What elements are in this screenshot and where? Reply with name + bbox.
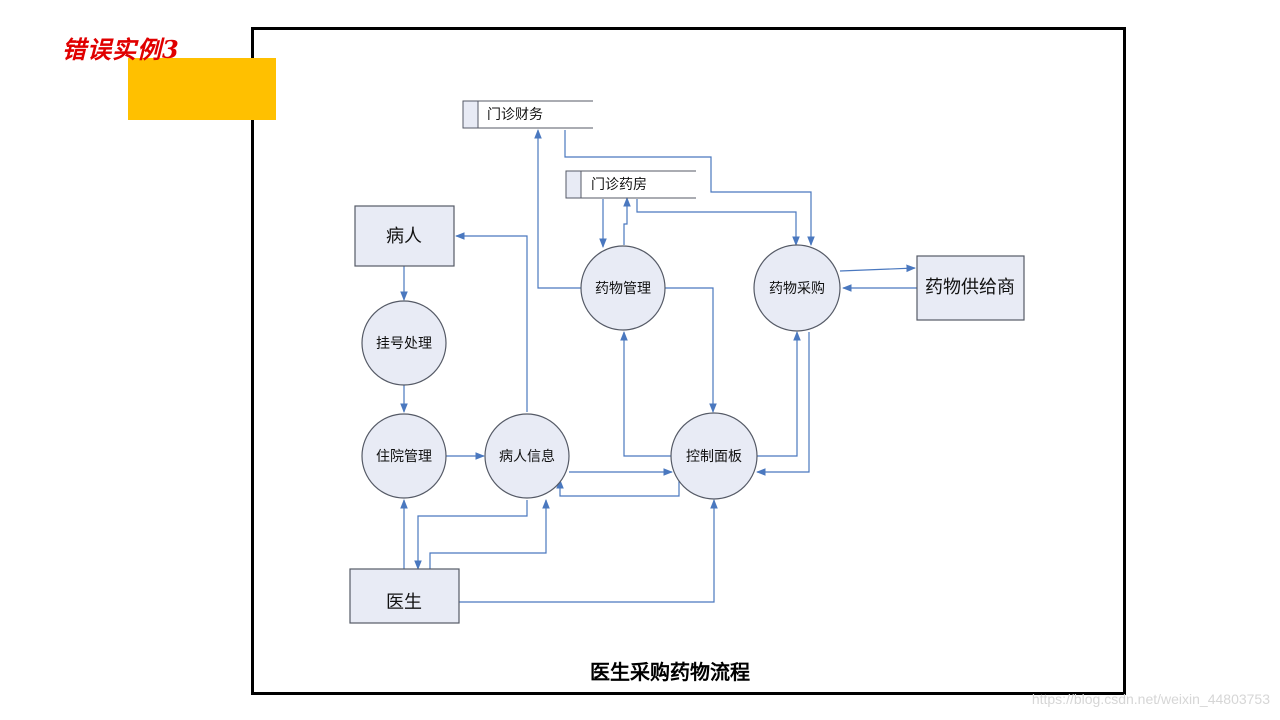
entity-supplier-label: 药物供给商 <box>925 277 1015 298</box>
entity-patient-label: 病人 <box>386 226 422 247</box>
slide-title: 错误实例3 <box>62 35 180 64</box>
process-inpatient-label: 住院管理 <box>376 449 432 465</box>
process-drug-purchase: 药物采购 <box>753 244 841 332</box>
entity-patient: 病人 <box>354 205 455 267</box>
process-patient-info: 病人信息 <box>484 413 570 499</box>
edge-purchase-to-supplier <box>839 264 916 273</box>
edge-finance-to-purchase <box>564 130 815 246</box>
datastore-finance-label: 门诊财务 <box>487 107 543 123</box>
datastore-pharmacy: 门诊药房 <box>565 170 696 199</box>
highlight-block <box>128 58 276 120</box>
entity-doctor: 医生 <box>349 568 460 624</box>
datastore-pharmacy-label: 门诊药房 <box>591 177 647 193</box>
edge-patientinfo-to-doctor <box>414 500 528 570</box>
edge-doctor-to-patientinfo <box>429 499 550 569</box>
edges <box>400 129 917 603</box>
diagram-caption: 医生采购药物流程 <box>590 660 750 684</box>
edge-control-to-drugmgmt <box>620 331 672 457</box>
process-drug-mgmt: 药物管理 <box>580 245 666 331</box>
process-control-panel-label: 控制面板 <box>686 449 742 465</box>
edge-patientinfo-to-patient <box>455 232 528 412</box>
edge-drugmgmt-to-pharmacy <box>623 197 631 245</box>
edge-control-to-patientinfo <box>556 478 680 497</box>
process-drug-purchase-label: 药物采购 <box>769 281 825 297</box>
entity-supplier: 药物供给商 <box>916 255 1025 321</box>
edge-doctor-to-control <box>459 499 718 603</box>
process-inpatient: 住院管理 <box>361 413 447 499</box>
process-patient-info-label: 病人信息 <box>499 448 555 465</box>
datastore-finance: 门诊财务 <box>462 100 593 129</box>
edge-drugmgmt-to-finance <box>534 129 582 289</box>
process-control-panel: 控制面板 <box>670 412 758 500</box>
process-drug-mgmt-label: 药物管理 <box>595 281 651 297</box>
entity-doctor-label: 医生 <box>386 592 422 613</box>
edge-drugmgmt-to-control <box>665 287 717 413</box>
watermark: https://blog.csdn.net/weixin_44803753 <box>1031 691 1270 707</box>
edge-pharmacy-to-purchase <box>636 199 800 246</box>
process-registration: 挂号处理 <box>361 300 447 386</box>
edge-purchase-to-control <box>756 332 810 476</box>
process-registration-label: 挂号处理 <box>376 336 432 352</box>
edge-control-to-purchase <box>757 331 801 457</box>
